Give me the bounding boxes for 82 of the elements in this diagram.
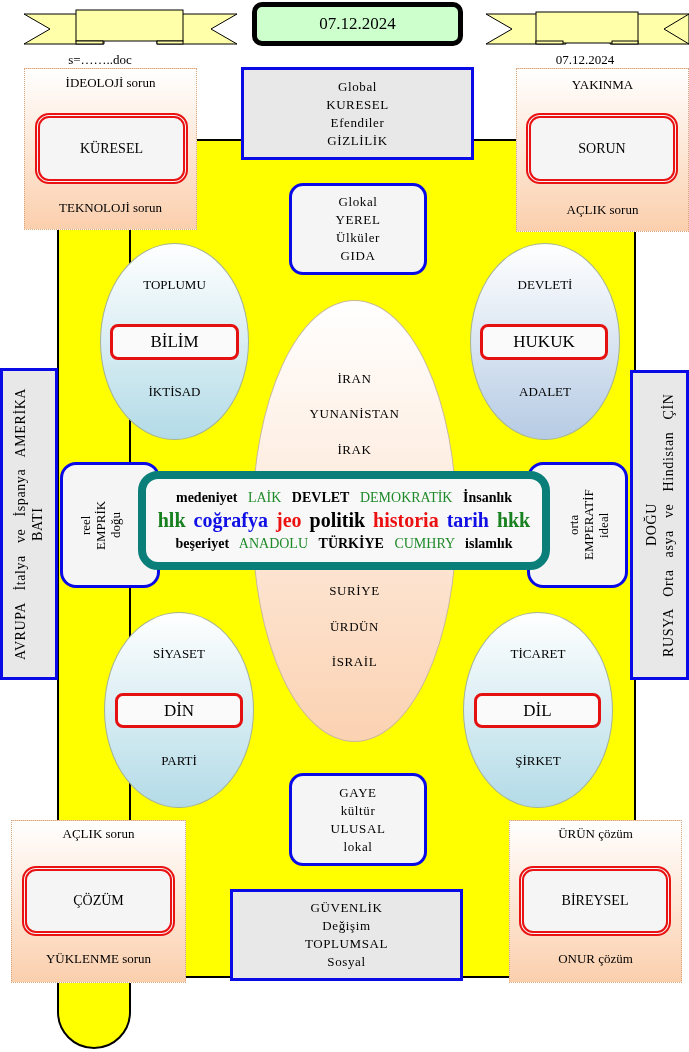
highlight-frame: [519, 866, 671, 936]
date-text: 07.12.2024: [319, 14, 396, 34]
oval-label: İKTİSAD: [147, 384, 202, 400]
highlight-frame: [35, 113, 188, 184]
oval-label: ŞİRKET: [514, 753, 562, 769]
country-name: İRAK: [336, 442, 373, 458]
card-caption: AÇLIK sorun: [61, 826, 136, 842]
highlight-label: SORUN: [578, 140, 626, 157]
vertical-text: reel: [77, 515, 93, 535]
panel-text: Ülküler: [336, 229, 380, 247]
card-caption: YAKINMA: [570, 77, 635, 93]
vertical-text: orta: [565, 514, 581, 536]
panel-text: Değişim: [322, 917, 371, 935]
highlight-frame: [115, 693, 243, 728]
country-name: YUNANİSTAN: [308, 406, 401, 422]
file-name-label: s=……..doc: [67, 52, 133, 68]
panel-text: Global: [338, 77, 377, 96]
country-name: SURİYE: [328, 583, 381, 599]
highlight-frame: [22, 866, 175, 936]
panel-text: TOPLUMSAL: [304, 935, 389, 953]
vertical-text: EMPERATİF: [580, 489, 596, 561]
card-caption: TEKNOLOJİ sorun: [58, 200, 163, 216]
country-name: ÜRDÜN: [328, 619, 381, 635]
panel-text: GİZLİLİK: [327, 131, 388, 150]
highlight-frame: [526, 113, 678, 184]
highlight-label: KÜRESEL: [80, 140, 143, 157]
highlight-label: BİLİM: [150, 332, 199, 352]
card-caption: İDEOLOJİ sorun: [64, 75, 157, 91]
info-panel: [230, 889, 463, 981]
oval-label: TOPLUMU: [142, 277, 207, 293]
rounded-panel: [289, 183, 427, 275]
panel-text: Efendiler: [330, 113, 385, 132]
rounded-panel: [289, 773, 427, 866]
vertical-text: doğu: [107, 512, 123, 538]
date-label: 07.12.2024: [554, 52, 616, 68]
highlight-frame: [480, 324, 608, 360]
banner-line: beşeriyet ANADOLU TÜRKİYE CUMHRY islamlık: [175, 534, 513, 553]
oval-label: DEVLETİ: [516, 277, 574, 293]
side-panel: [0, 368, 58, 680]
banner-line: medeniyet LAİK DEVLET DEMOKRATİK İnsanlık: [175, 488, 513, 507]
panel-text: GÜVENLİK: [310, 899, 383, 917]
oval-label: TİCARET: [509, 646, 567, 662]
corner-card: [24, 68, 197, 230]
highlight-label: ÇÖZÜM: [73, 893, 124, 909]
panel-text: Glokal: [338, 193, 378, 211]
vertical-text: EMPRİK: [92, 500, 108, 550]
vertical-text: DOĞU: [642, 503, 660, 547]
highlight-frame: [110, 324, 239, 360]
panel-text: KURESEL: [326, 95, 389, 114]
country-name: İSRAİL: [330, 654, 379, 670]
oval-label: SİYASET: [152, 646, 206, 662]
highlight-label: BİREYSEL: [561, 893, 629, 909]
central-banner: [138, 471, 550, 570]
info-panel: [241, 67, 474, 160]
vertical-text: ideal: [595, 512, 611, 538]
panel-text: Sosyal: [327, 953, 366, 971]
panel-text: GIDA: [340, 247, 376, 265]
oval-label: ADALET: [518, 384, 572, 400]
highlight-frame: [474, 693, 601, 728]
highlight-label: HUKUK: [513, 332, 575, 352]
panel-text: kültür: [340, 801, 376, 820]
panel-text: YEREL: [335, 211, 381, 229]
panel-text: lokal: [343, 837, 373, 856]
date-box: [252, 2, 463, 46]
vertical-text: AVRUPA İtalya ve İspanya AMERİKA: [12, 387, 29, 661]
banner-line: hlk coğrafya jeo politik historia tarih hkk: [157, 508, 531, 533]
corner-card: [11, 820, 186, 983]
card-caption: ONUR çözüm: [557, 951, 634, 967]
vertical-text: RUSYA Orta asya ve Hindistan ÇİN: [659, 393, 677, 657]
card-caption: YÜKLENME sorun: [44, 951, 153, 967]
panel-text: GAYE: [339, 783, 377, 802]
side-panel: [630, 370, 689, 680]
card-caption: ÜRÜN çözüm: [557, 826, 634, 842]
corner-card: [516, 68, 689, 232]
panel-text: ULUSAL: [330, 819, 386, 838]
oval-label: PARTİ: [160, 753, 198, 769]
corner-card: [509, 820, 682, 983]
country-name: İRAN: [336, 371, 373, 387]
vertical-text: BATI: [29, 507, 46, 541]
highlight-label: DİN: [163, 700, 195, 721]
card-caption: AÇLIK sorun: [565, 202, 640, 218]
highlight-label: DİL: [523, 700, 552, 721]
